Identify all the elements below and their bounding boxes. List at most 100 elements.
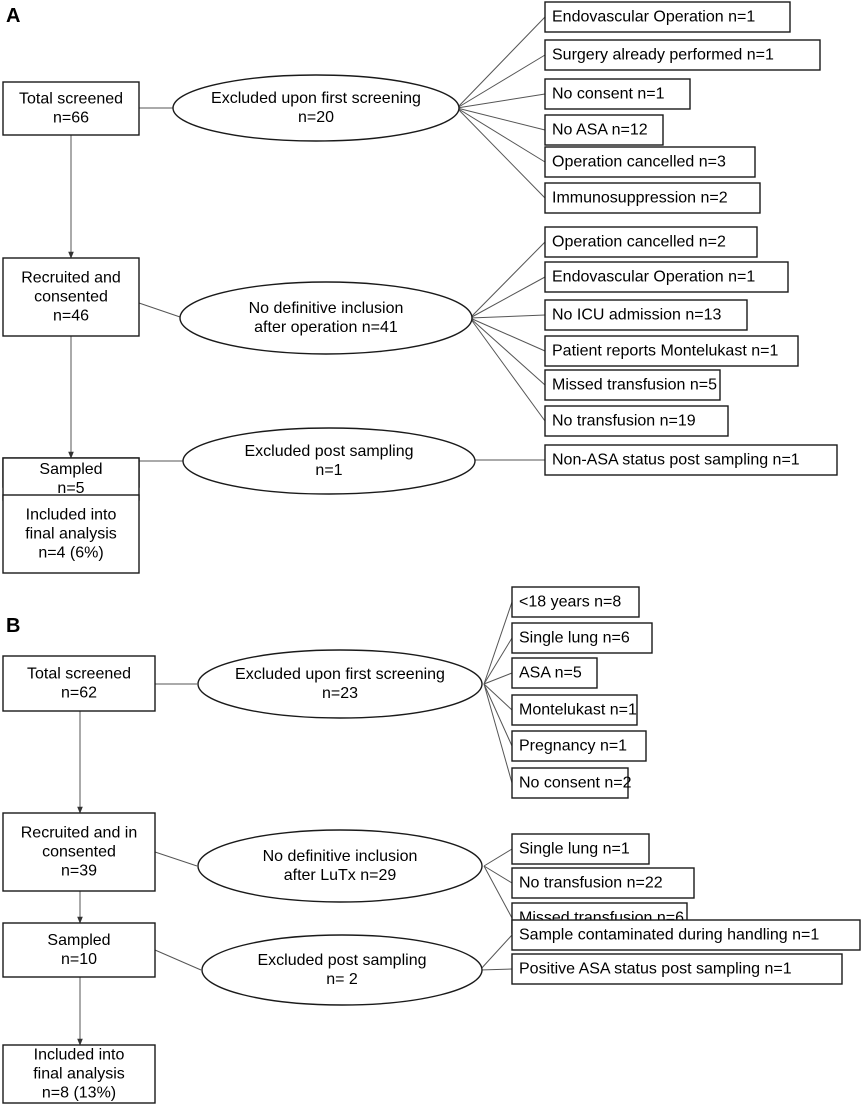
a-excl2-connector	[469, 317, 546, 422]
b-total-screened-box	[2, 655, 156, 712]
a-excl1-reason-box-text: Operation cancelled n=3	[552, 154, 726, 171]
b-excluded-first-screening-ellipse-text: n=23	[322, 685, 358, 702]
a-no-definitive-inclusion-ellipse-text: No definitive inclusion	[249, 300, 404, 317]
b-excl3-reason-box	[511, 919, 861, 951]
a-excl2-connector	[469, 241, 546, 319]
a-excluded-first-screening-ellipse-text: n=20	[298, 109, 334, 126]
a-total-screened-box-text: Total screened	[19, 91, 123, 108]
b-excl2-reason-box	[511, 867, 695, 899]
b-excl2-reason-box-text: No transfusion n=22	[519, 875, 663, 892]
b-excl2-reason-box-text: Single lung n=1	[519, 841, 630, 858]
b-total-screened-box-text: Total screened	[27, 666, 131, 683]
b-excl1-reason-box	[511, 657, 598, 689]
a-sampled-box-text: Sampled	[39, 461, 102, 478]
b-excluded-post-sampling-ellipse-text: n= 2	[326, 971, 358, 988]
b-excl1-connector	[483, 683, 513, 711]
a-no-definitive-inclusion-ellipse-text: after operation n=41	[254, 319, 398, 336]
a-excluded-first-screening-ellipse-text: Excluded upon first screening	[211, 90, 421, 107]
b-final-analysis-box-text: Included into	[34, 1047, 125, 1064]
a-excl1-reason-box	[544, 78, 691, 110]
b-excl1-reason-box-text: ASA n=5	[519, 665, 582, 682]
panel-label-b: B	[6, 615, 20, 637]
b-excl1-reason-box-text: Montelukast n=1	[519, 702, 637, 719]
a-excl1-connector	[456, 107, 546, 131]
b-sampled-box-text: Sampled	[47, 932, 110, 949]
b-excluded-first-screening-ellipse	[197, 649, 483, 719]
a-recruited-consented-box-text: Recruited and	[21, 270, 121, 287]
a-sampled-box-text: n=5	[57, 480, 84, 497]
b-recruited-consented-box	[2, 812, 156, 892]
a-final-analysis-box-text: Included into	[26, 507, 117, 524]
a-final-analysis-box-text: final analysis	[25, 526, 117, 543]
a-excl2-reason-box	[544, 299, 748, 331]
a-excluded-first-screening-ellipse	[172, 74, 460, 142]
b-link-recruited-excl2	[154, 851, 198, 867]
b-excl1-reason-box	[511, 586, 640, 618]
a-excl1-connector	[456, 107, 546, 163]
b-total-screened-box-text: n=62	[61, 685, 97, 702]
a-excl1-reason-box	[544, 1, 791, 33]
b-link-sampled-excl3	[154, 949, 202, 971]
b-excl1-reason-box-text: Single lung n=6	[519, 630, 630, 647]
panel-label-a: A	[6, 5, 20, 27]
a-excl2-reason-box-text: Patient reports Montelukast n=1	[552, 343, 778, 360]
b-excluded-first-screening-ellipse-text: Excluded upon first screening	[235, 666, 445, 683]
b-excl2-reason-box	[511, 833, 650, 865]
a-excl1-connector	[456, 16, 546, 109]
a-excl2-connector	[469, 276, 546, 319]
a-excl3-reason-box	[544, 444, 838, 476]
b-excl1-reason-box	[511, 694, 638, 726]
b-excl1-connector	[483, 601, 513, 685]
a-excl1-connector	[456, 54, 546, 109]
a-excl1-reason-box	[544, 146, 756, 178]
a-excl1-reason-box	[544, 114, 664, 146]
a-recruited-consented-box-text: consented	[34, 289, 108, 306]
b-excl3-reason-box-text: Sample contaminated during handling n=1	[519, 927, 819, 944]
b-no-definitive-inclusion-ellipse-text: No definitive inclusion	[263, 848, 418, 865]
b-excl1-reason-box-text: No consent n=2	[519, 775, 632, 792]
a-excl2-reason-box	[544, 405, 729, 437]
a-excluded-post-sampling-ellipse-text: Excluded post sampling	[245, 443, 414, 460]
a-excl2-connector	[469, 317, 546, 352]
a-excl1-reason-box	[544, 182, 761, 214]
a-excl2-reason-box	[544, 261, 789, 293]
b-recruited-consented-box-text: n=39	[61, 863, 97, 880]
b-excl2-connector	[483, 848, 513, 867]
a-excl3-reason-box-text: Non-ASA status post sampling n=1	[552, 452, 800, 469]
a-excl2-connector	[469, 317, 546, 386]
a-excl2-connector	[469, 314, 546, 319]
a-excluded-post-sampling-ellipse	[182, 427, 476, 495]
b-excl3-connector	[479, 934, 513, 971]
a-excluded-post-sampling-ellipse-text: n=1	[315, 462, 342, 479]
b-final-analysis-box-text: final analysis	[33, 1066, 125, 1083]
b-excl1-reason-box	[511, 767, 629, 799]
a-final-analysis-box	[2, 494, 140, 574]
b-no-definitive-inclusion-ellipse-text: after LuTx n=29	[284, 867, 397, 884]
a-excl2-reason-box-text: Operation cancelled n=2	[552, 234, 726, 251]
a-final-analysis-box-text: n=4 (6%)	[38, 545, 103, 562]
a-excl1-connector	[456, 93, 546, 109]
a-excl1-reason-box-text: Immunosuppression n=2	[552, 190, 728, 207]
b-excl1-reason-box-text: Pregnancy n=1	[519, 738, 627, 755]
b-excl1-connector	[483, 683, 513, 747]
a-no-definitive-inclusion-ellipse	[179, 281, 473, 355]
b-final-analysis-box	[2, 1044, 156, 1104]
a-excl2-reason-box	[544, 226, 758, 258]
b-excl2-connector	[483, 865, 513, 884]
a-excl1-reason-box-text: No consent n=1	[552, 86, 665, 103]
a-excl1-reason-box-text: No ASA n=12	[552, 122, 648, 139]
a-excl2-reason-box	[544, 335, 799, 367]
a-excl1-reason-box	[544, 39, 821, 71]
b-excl3-reason-box	[511, 953, 843, 985]
a-excl2-reason-box	[544, 369, 721, 401]
a-excl2-reason-box-text: No transfusion n=19	[552, 413, 696, 430]
b-sampled-box-text: n=10	[61, 951, 97, 968]
a-link-recruited-excl2	[138, 302, 184, 319]
b-excl1-reason-box-text: <18 years n=8	[519, 594, 621, 611]
b-recruited-consented-box-text: Recruited and in	[21, 825, 138, 842]
b-sampled-box	[2, 922, 156, 978]
a-recruited-consented-box-text: n=46	[53, 308, 89, 325]
a-excl1-reason-box-text: Surgery already performed n=1	[552, 47, 774, 64]
b-excl1-connector	[483, 683, 513, 784]
